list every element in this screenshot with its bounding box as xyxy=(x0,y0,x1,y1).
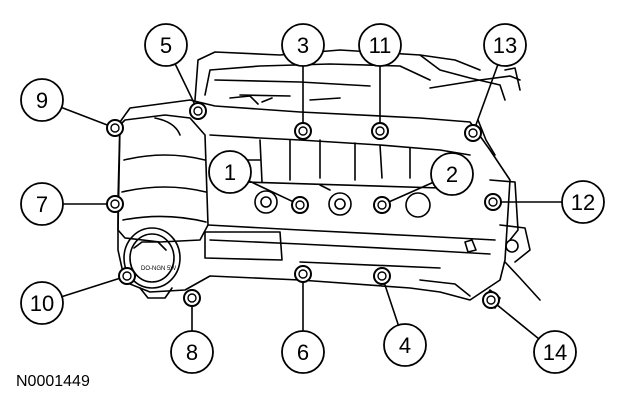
callout-circle xyxy=(208,150,252,194)
callout-circle xyxy=(20,281,64,325)
callout-label: 3 xyxy=(297,33,309,58)
callout-4: 4 xyxy=(383,323,427,367)
callout-label: 1 xyxy=(224,160,236,185)
callout-label: 10 xyxy=(30,291,54,316)
callout-6: 6 xyxy=(281,330,325,374)
callout-circle xyxy=(170,330,214,374)
leader-lines xyxy=(61,63,562,340)
callout-9: 9 xyxy=(20,78,64,122)
valve-cover-drawing xyxy=(117,49,541,309)
callout-1: 1 xyxy=(208,150,252,194)
callout-label: 2 xyxy=(446,162,458,187)
callout-circle xyxy=(144,23,188,67)
callout-label: 12 xyxy=(571,190,595,215)
callout-3: 3 xyxy=(281,23,325,67)
callout-label: 7 xyxy=(36,192,48,217)
callout-circle xyxy=(430,152,474,196)
callout-2: 2 xyxy=(430,152,474,196)
leader-line-13 xyxy=(474,64,499,126)
leader-line-5 xyxy=(174,63,196,105)
callout-label: 13 xyxy=(493,33,517,58)
bolt-8 xyxy=(183,289,201,307)
bolt-6 xyxy=(294,265,312,283)
callout-label: 8 xyxy=(186,340,198,365)
bolt-heads xyxy=(106,102,502,309)
callout-label: 6 xyxy=(297,340,309,365)
callout-label: 9 xyxy=(36,88,48,113)
bolt-14 xyxy=(482,291,500,309)
callout-13: 13 xyxy=(483,23,527,67)
callout-14: 14 xyxy=(533,330,577,374)
callout-12: 12 xyxy=(561,180,605,224)
callout-5: 5 xyxy=(144,23,188,67)
callout-circle xyxy=(561,180,605,224)
bolt-12 xyxy=(484,193,502,211)
callout-label: 5 xyxy=(160,33,172,58)
callout-7: 7 xyxy=(20,182,64,226)
callout-circle xyxy=(281,23,325,67)
bolt-11 xyxy=(371,122,389,140)
callout-circle xyxy=(383,323,427,367)
bolt-13 xyxy=(464,124,482,142)
callout-circle xyxy=(358,23,402,67)
leader-line-2 xyxy=(388,181,434,203)
oil-cap-label: DO-NGN 5W xyxy=(141,266,176,272)
figure-id: N0001449 xyxy=(16,373,90,390)
callout-circle xyxy=(281,330,325,374)
callout-11: 11 xyxy=(358,23,402,67)
bolt-3 xyxy=(294,122,312,140)
callout-circle xyxy=(20,78,64,122)
callout-8: 8 xyxy=(170,330,214,374)
callout-circle xyxy=(483,23,527,67)
callout-label: 14 xyxy=(543,340,567,365)
bolt-2 xyxy=(373,196,391,214)
leader-line-10 xyxy=(61,277,120,298)
leader-line-4 xyxy=(383,283,400,326)
bolt-9 xyxy=(106,119,124,137)
leader-line-9 xyxy=(61,106,108,126)
bolt-7 xyxy=(106,195,124,213)
bolt-10 xyxy=(118,267,136,285)
leader-line-14 xyxy=(496,304,540,340)
bolt-4 xyxy=(373,267,391,285)
callout-10: 10 xyxy=(20,281,64,325)
bolt-1 xyxy=(291,196,309,214)
callout-circle xyxy=(533,330,577,374)
leader-line-1 xyxy=(248,180,294,203)
bolt-5 xyxy=(189,102,207,120)
callout-circle xyxy=(20,182,64,226)
callout-label: 4 xyxy=(399,333,411,358)
callout-label: 11 xyxy=(369,33,392,58)
